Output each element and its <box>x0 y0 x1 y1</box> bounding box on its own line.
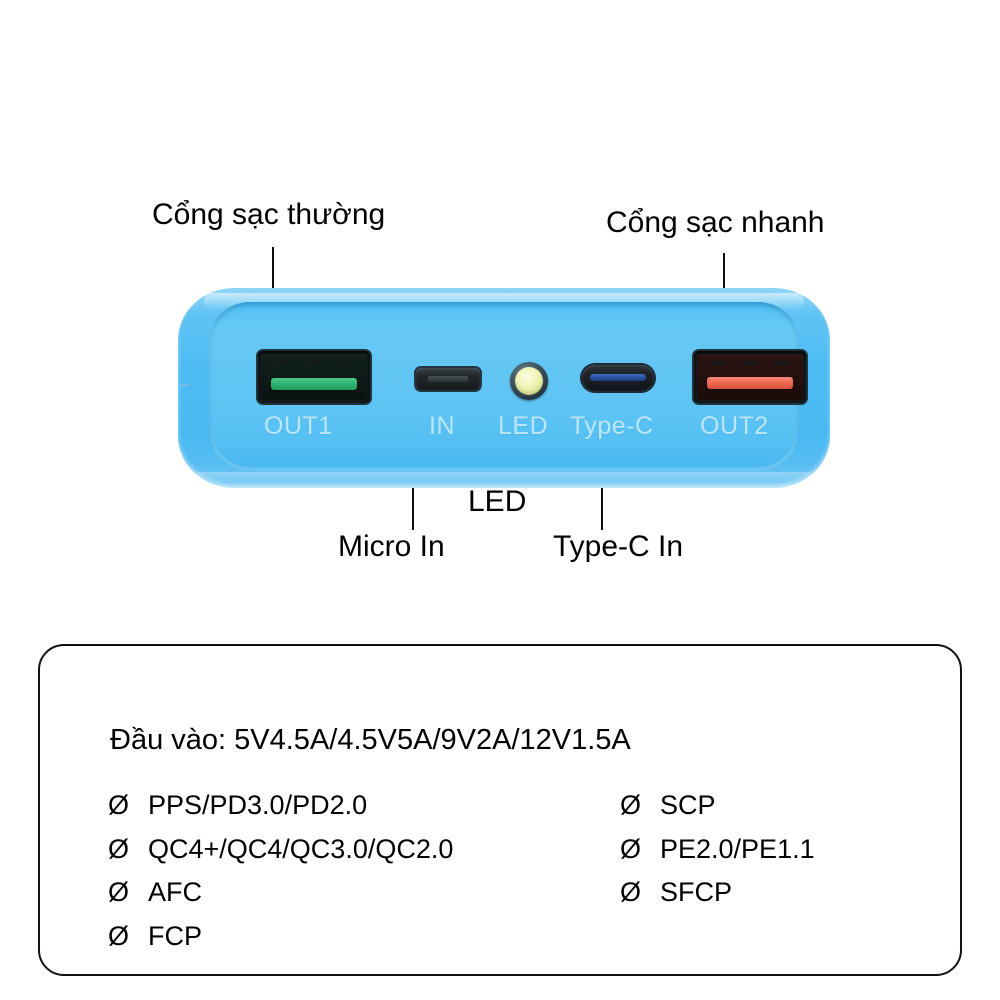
shell-bottom-lip <box>196 472 812 482</box>
micro-usb-port-in[interactable] <box>416 368 480 390</box>
usb-c-port[interactable] <box>582 365 654 391</box>
spec-list-item: Ø PE2.0/PE1.1 <box>620 833 815 865</box>
usb-port-out1[interactable] <box>258 351 370 403</box>
device-shell: OUT1 IN LED Type-C <box>178 288 830 488</box>
usb-cavity-out2 <box>697 354 803 400</box>
led-lamp <box>510 362 548 400</box>
spec-item-label: PE2.0/PE1.1 <box>660 833 815 864</box>
device-front-face: OUT1 IN LED Type-C <box>210 302 806 470</box>
usb-port-out2[interactable] <box>694 351 806 403</box>
usb-pin <box>305 361 320 366</box>
bullet-icon: Ø <box>620 833 642 864</box>
spec-list-item: Ø FCP <box>108 921 453 952</box>
port-label-out2: OUT2 <box>700 412 769 440</box>
callout-label-charge-normal: Cổng sạc thường <box>152 198 386 231</box>
bullet-icon: Ø <box>108 877 130 908</box>
spec-item-label: FCP <box>148 921 202 952</box>
usb-pin <box>273 361 288 366</box>
callout-label-typec-in: Type-C In <box>553 530 684 563</box>
port-label-out1: OUT1 <box>264 412 333 440</box>
spec-item-label: SFCP <box>660 877 733 908</box>
callout-label-micro-in: Micro In <box>338 530 445 563</box>
callout-label-charge-fast: Cổng sạc nhanh <box>606 206 825 239</box>
spec-list-item: Ø SFCP <box>620 878 815 908</box>
usb-pin <box>337 361 352 366</box>
spec-list-item: Ø PPS/PD3.0/PD2.0 <box>108 790 453 821</box>
callout-label-led: LED <box>468 485 527 518</box>
spec-item-label: AFC <box>148 877 202 908</box>
power-bank-device: OUT1 IN LED Type-C <box>178 288 830 488</box>
usb-c-insert <box>590 374 646 381</box>
port-label-typec: Type-C <box>570 412 654 440</box>
shell-seam-line <box>180 384 190 386</box>
usb-tongue-out1 <box>270 377 358 390</box>
spec-list-item: Ø SCP <box>620 790 815 821</box>
usb-cavity-out1 <box>261 354 367 400</box>
usb-pin <box>709 361 724 366</box>
port-label-led: LED <box>498 412 549 440</box>
bullet-icon: Ø <box>108 833 130 864</box>
spec-item-label: QC4+/QC4/QC3.0/QC2.0 <box>148 833 454 864</box>
bullet-icon: Ø <box>108 921 130 952</box>
spec-input-line: Đầu vào: 5V4.5A/4.5V5A/9V2A/12V1.5A <box>110 724 631 756</box>
usb-pin <box>773 361 788 366</box>
spec-column-right: Ø SCP Ø PE2.0/PE1.1 Ø SFCP <box>620 790 815 922</box>
bullet-icon: Ø <box>620 790 642 820</box>
bullet-icon: Ø <box>108 790 130 820</box>
micro-usb-slot <box>428 376 468 382</box>
spec-list-item: Ø QC4+/QC4/QC3.0/QC2.0 <box>108 833 454 865</box>
led-lens <box>515 367 543 395</box>
spec-list-item: Ø AFC <box>108 878 453 908</box>
spec-item-label: PPS/PD3.0/PD2.0 <box>148 790 368 820</box>
spec-column-left: Ø PPS/PD3.0/PD2.0 Ø QC4+/QC4/QC3.0/QC2.0… <box>108 790 454 966</box>
specification-box: Đầu vào: 5V4.5A/4.5V5A/9V2A/12V1.5A Ø PP… <box>38 644 962 976</box>
usb-pin <box>741 361 756 366</box>
spec-item-label: SCP <box>660 790 716 820</box>
usb-tongue-out2 <box>706 377 794 389</box>
port-label-in: IN <box>429 412 455 440</box>
bullet-icon: Ø <box>620 877 642 908</box>
